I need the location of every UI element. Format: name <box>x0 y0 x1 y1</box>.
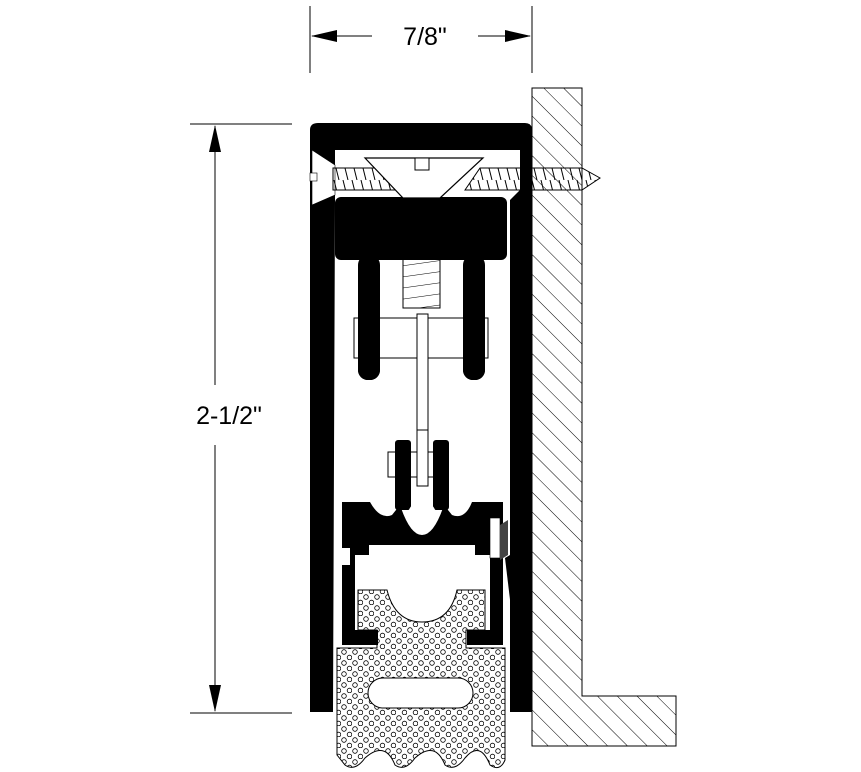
screw-machine <box>363 157 485 309</box>
arrow-right-icon <box>505 30 531 42</box>
height-dimension: 2-1/2" <box>190 123 292 714</box>
housing <box>309 123 532 712</box>
arrow-down-icon <box>209 685 221 712</box>
seal-carrier <box>342 429 528 708</box>
arrow-left-icon <box>311 30 337 42</box>
seal-slot <box>367 677 474 709</box>
arrow-up-icon <box>209 125 221 152</box>
door-section <box>531 87 677 747</box>
width-label: 7/8" <box>403 23 447 51</box>
width-dimension: 7/8" <box>309 6 533 73</box>
height-label: 2-1/2" <box>196 402 262 430</box>
